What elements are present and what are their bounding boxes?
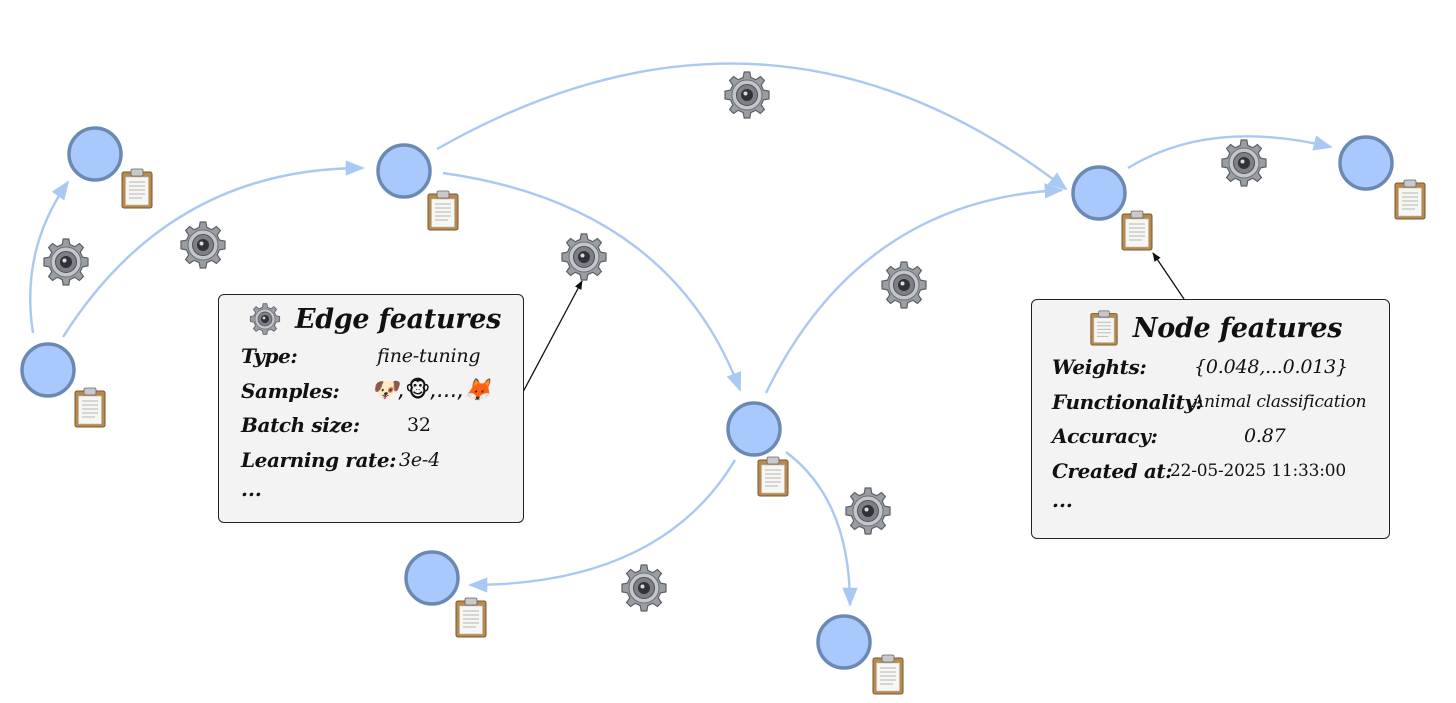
edge-features-box: Edge features Type: fine-tuning Samples:…	[218, 294, 524, 523]
clipboard-icon	[455, 597, 487, 638]
node-n3[interactable]	[376, 143, 432, 199]
node-row-ellipsis: ...	[1052, 488, 1073, 512]
clipboard-icon	[427, 190, 459, 231]
row-key: Accuracy:	[1052, 424, 1158, 449]
edge-n3-n5	[442, 171, 742, 392]
edge-n3-n4	[436, 62, 1068, 191]
clipboard-icon	[757, 456, 789, 497]
node-row-weights: Weights: {0.048,...0.013}	[1052, 350, 1379, 385]
edge-row-learning-rate: Learning rate: 3e-4	[241, 443, 509, 478]
node-features-title: Node features	[1052, 310, 1379, 346]
row-value: 0.87	[1244, 425, 1286, 448]
edge-box-pointer	[522, 280, 583, 393]
row-key: Type:	[241, 344, 298, 369]
node-features-title-text: Node features	[1132, 312, 1343, 344]
clipboard-icon	[1090, 310, 1118, 346]
node-row-created-at: Created at: 22-05-2025 11:33:00	[1052, 454, 1379, 489]
edge-n6-n4	[764, 183, 1064, 394]
clipboard-icon	[74, 387, 106, 428]
gear-icon	[724, 71, 770, 119]
edge-n6-n7	[468, 459, 737, 593]
gear-icon	[180, 221, 226, 269]
row-key: Created at:	[1052, 458, 1173, 483]
clipboard-icon	[1121, 210, 1153, 251]
row-key: Functionality:	[1052, 389, 1203, 414]
edge-row-samples: Samples: 🐶,🐵,...,🦊	[241, 374, 509, 409]
row-value: Animal classification	[1192, 391, 1367, 412]
node-row-functionality: Functionality: Animal classification	[1052, 385, 1379, 420]
node-n5[interactable]	[1338, 135, 1394, 191]
gear-icon	[621, 564, 667, 612]
edge-n1-n3	[61, 160, 365, 338]
node-n7[interactable]	[404, 550, 460, 606]
edge-row-type: Type: fine-tuning	[241, 339, 509, 374]
row-key: Learning rate:	[241, 447, 397, 472]
clipboard-icon	[121, 168, 153, 209]
node-row-accuracy: Accuracy: 0.87	[1052, 419, 1379, 454]
row-key: Weights:	[1052, 355, 1147, 380]
row-value: {0.048,...0.013}	[1194, 356, 1348, 379]
gear-icon	[1221, 139, 1267, 187]
gear-icon	[845, 487, 891, 535]
node-features-box: Node features Weights: {0.048,...0.013} …	[1031, 299, 1390, 539]
edge-n4-n9	[1127, 135, 1333, 170]
edge-features-title: Edge features	[241, 303, 509, 335]
clipboard-icon	[872, 654, 904, 695]
node-n2[interactable]	[67, 126, 123, 182]
row-value: 🐶,🐵,...,🦊	[371, 378, 492, 404]
row-value: 3e-4	[399, 448, 441, 471]
row-value: fine-tuning	[377, 345, 481, 368]
edge-row-batch-size: Batch size: 32	[241, 408, 509, 443]
gear-icon	[43, 238, 89, 286]
edge-n1-n2	[29, 180, 70, 334]
edge-n6-n8	[785, 451, 858, 607]
node-n6[interactable]	[726, 401, 782, 457]
edge-row-ellipsis: ...	[241, 477, 262, 501]
row-key: Samples:	[241, 378, 340, 403]
clipboard-icon	[1394, 179, 1426, 220]
edge-features-title-text: Edge features	[294, 303, 501, 335]
node-n8[interactable]	[816, 614, 872, 670]
row-value: 32	[407, 414, 431, 437]
node-box-pointer	[1152, 252, 1185, 300]
row-key: Batch size:	[241, 413, 360, 438]
gear-icon	[561, 233, 607, 281]
gear-icon	[881, 261, 927, 309]
row-value: 22-05-2025 11:33:00	[1170, 460, 1346, 481]
node-n4[interactable]	[1071, 165, 1127, 221]
gear-icon	[249, 303, 281, 335]
node-n1[interactable]	[20, 342, 76, 398]
